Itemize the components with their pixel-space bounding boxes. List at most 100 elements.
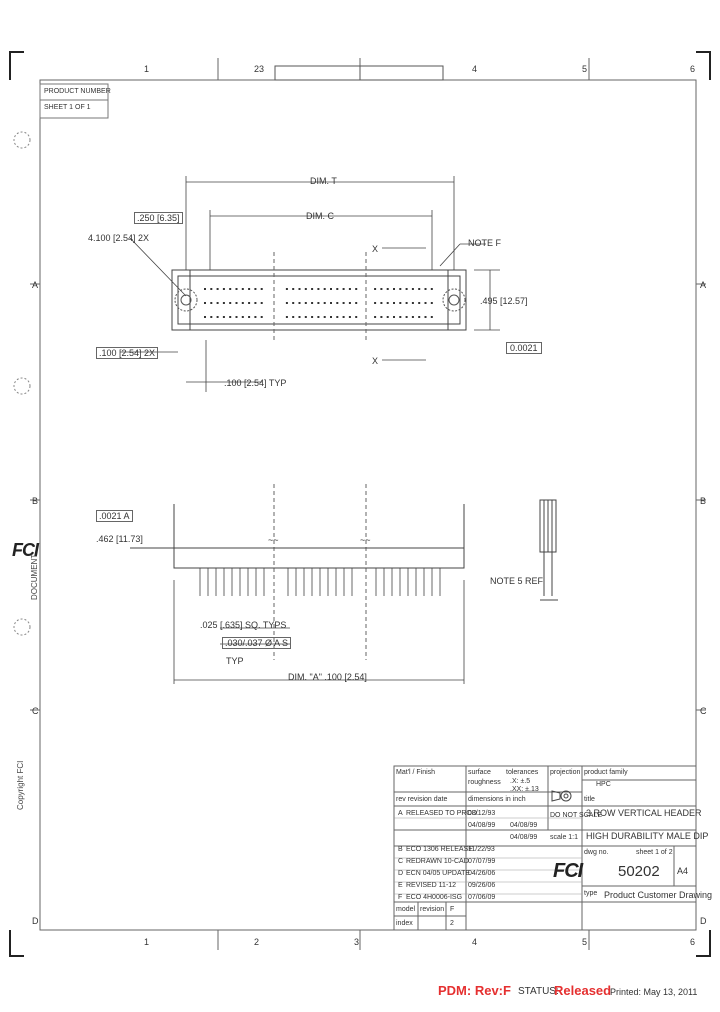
pin	[216, 302, 219, 304]
pin	[430, 316, 433, 318]
zone-bottom-4: 4	[472, 937, 478, 947]
rev-row-date: 04/26/06	[468, 870, 496, 877]
title-block-grid	[393, 765, 697, 931]
tb-approved: 04/08/99	[510, 834, 538, 841]
pin	[229, 288, 232, 290]
tb-sheet: sheet 1 of 2	[636, 849, 673, 856]
pin	[342, 288, 345, 290]
pin	[222, 302, 225, 304]
pin	[374, 302, 377, 304]
dim-025-sq: .025 [.635] SQ. TYPS	[200, 620, 287, 630]
rev-row-rev: D	[398, 870, 404, 877]
tb-index-value: 2	[450, 920, 454, 927]
pin	[405, 288, 408, 290]
pin	[241, 316, 244, 318]
zone-top-6: 6	[690, 64, 696, 74]
zone-top-1: 1	[144, 64, 150, 74]
pin	[342, 302, 345, 304]
pin	[411, 316, 414, 318]
pin	[386, 288, 389, 290]
pin	[298, 288, 301, 290]
pin	[418, 288, 421, 290]
dim-t-label: DIM. T	[310, 176, 337, 186]
pin	[285, 288, 288, 290]
rev-row-desc: ECO 1306 RELEASE	[406, 846, 473, 853]
tb-index-label: index	[396, 920, 413, 927]
tb-no-scale: DO NOT SCALE	[550, 812, 602, 819]
pin	[355, 316, 358, 318]
tb-type-label: type	[584, 890, 598, 897]
pin	[380, 288, 383, 290]
pin	[298, 302, 301, 304]
tb-family-value: HPC	[596, 781, 611, 788]
pin	[204, 302, 206, 304]
rev-row-desc: ECN 04/05 UPDATE	[406, 870, 471, 877]
pin	[241, 302, 244, 304]
section-x-top: X	[372, 244, 379, 254]
tb-model-label: model	[396, 906, 416, 913]
zone-ticks	[30, 58, 706, 950]
tb-dwg-label: dwg no.	[584, 849, 609, 856]
break-mark-2: ~~	[360, 535, 371, 545]
tb-type: Product Customer Drawing	[604, 890, 713, 900]
pin	[222, 288, 225, 290]
tb-family-label: product family	[584, 769, 628, 776]
pin	[399, 302, 402, 304]
rev-row-date: 08/12/93	[468, 810, 496, 817]
tb-tol-1: .X: ±.5	[510, 778, 531, 785]
pin	[336, 316, 339, 318]
note5-label: NOTE 5 REF	[490, 576, 544, 586]
pin	[430, 302, 433, 304]
rev-row-rev: F	[398, 894, 403, 901]
pin	[424, 302, 427, 304]
pin	[323, 288, 326, 290]
pin	[222, 316, 225, 318]
pin	[235, 316, 238, 318]
zone-top-3: 3	[259, 64, 265, 74]
tb-size: A4	[677, 866, 689, 876]
tb-surface-label: surface	[468, 769, 491, 776]
pin	[405, 316, 408, 318]
zone-left-b: B	[32, 496, 39, 506]
pin	[348, 302, 351, 304]
zone-left-c: C	[32, 706, 39, 716]
rev-row-date: 07/06/09	[468, 894, 496, 901]
side-view-body	[539, 499, 558, 601]
side-label-document: DOCUMENT	[30, 553, 39, 600]
pin	[260, 302, 263, 304]
pin	[348, 288, 351, 290]
pin	[336, 288, 339, 290]
tb-drawing-number: 50202	[618, 863, 660, 880]
pin	[386, 316, 389, 318]
tb-units-label: dimensions in inch	[468, 796, 526, 803]
pin	[292, 316, 295, 318]
pin	[210, 316, 213, 318]
pin	[204, 288, 206, 290]
top-view-body	[171, 269, 467, 331]
dim-495: .495 [12.57]	[480, 296, 528, 306]
dim-100-2x: .100 [2.54] 2X	[96, 347, 159, 359]
pin	[311, 288, 314, 290]
pin	[393, 288, 395, 290]
pin	[342, 316, 345, 318]
rev-row-date: 11/22/93	[468, 846, 495, 853]
rev-row-desc: REDRAWN 10-CAD	[406, 858, 469, 865]
pin	[248, 302, 251, 304]
break-mark-1: ~~	[268, 535, 279, 545]
pin	[336, 302, 339, 304]
pin	[374, 288, 377, 290]
pin	[380, 302, 383, 304]
pin	[298, 316, 301, 318]
pin	[424, 316, 427, 318]
pin	[229, 302, 232, 304]
pin	[317, 316, 320, 318]
pin	[374, 316, 377, 318]
zone-top-5: 5	[582, 64, 588, 74]
dim-250: .250 [6.35]	[134, 212, 183, 224]
rev-row-rev: C	[398, 858, 404, 865]
zone-right-a: A	[700, 280, 707, 290]
front-datum-a: .0021 A	[96, 510, 133, 522]
rev-row-desc: RELEASED TO PROD.	[406, 810, 479, 817]
zone-bottom-5: 5	[582, 937, 588, 947]
pin	[355, 288, 358, 290]
